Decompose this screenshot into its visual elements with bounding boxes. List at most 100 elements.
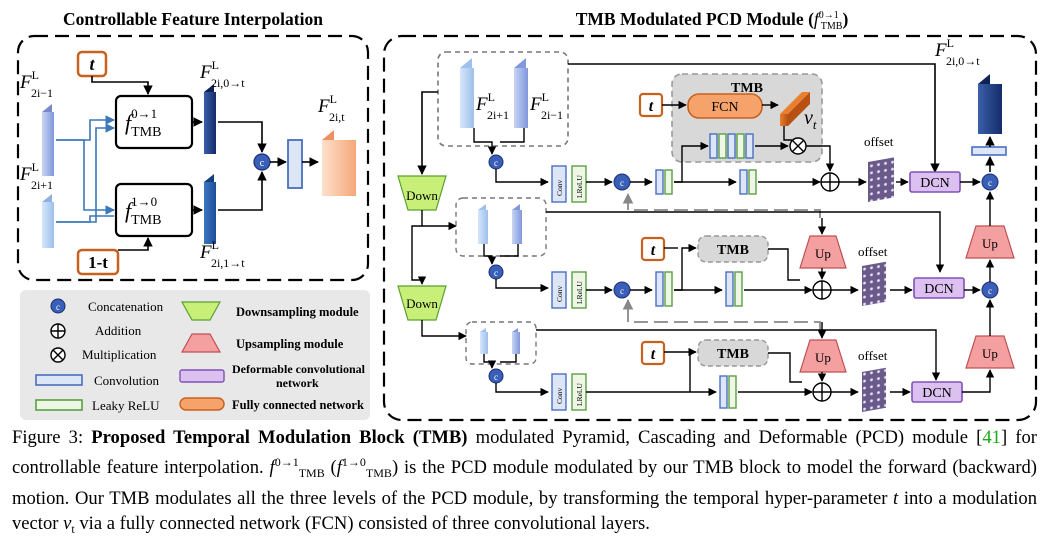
legend-concat-label: Concatenation (88, 299, 164, 314)
up-block-1 (799, 235, 847, 269)
left-conv-block (287, 139, 303, 189)
level1-input-group (437, 51, 569, 147)
t-input-box-r3 (640, 340, 666, 366)
legend-dcn-icon (179, 369, 225, 383)
figure-caption: Figure 3: Proposed Temporal Modulation B… (12, 425, 1037, 542)
svg-text:c: c (620, 178, 624, 188)
dcn-block-2 (913, 277, 965, 299)
level3-feat-next (480, 328, 488, 354)
right-output-conv (971, 146, 1007, 156)
level2-concat-a: c (488, 264, 504, 280)
caption-cite-open: [ (976, 427, 983, 448)
down-block-2 (397, 285, 447, 321)
legend-conv-icon (35, 374, 83, 386)
dcn-block-3-label: DCN (922, 386, 952, 401)
up-block-2 (799, 339, 847, 373)
level1-conv-label: Conv (555, 179, 564, 196)
level2-lrelu-pair-a (664, 271, 673, 307)
right-panel-frame (382, 34, 1038, 422)
level3-offset-map (862, 367, 886, 413)
svg-text:c: c (620, 286, 624, 296)
level1-feat-next (460, 58, 474, 128)
caption-f-bwd: f1→0TMB (336, 455, 392, 480)
tmb1-lrelu-a (718, 133, 727, 159)
level2-conv-label: Conv (555, 285, 564, 302)
fcn-block (687, 93, 763, 119)
caption-paren-close: ) (391, 457, 399, 478)
t-input-box-r2 (640, 236, 666, 262)
legend-fcn-label: Fully connected network (232, 398, 364, 412)
vt-vector (780, 92, 810, 126)
vt-label: vt (804, 107, 817, 132)
level1-lrelu-pair-b (748, 169, 757, 195)
legend-up-icon (180, 333, 222, 353)
t-input-label: t (89, 54, 95, 74)
feature-fwd-map (204, 84, 216, 154)
caption-cite-close: ] (1000, 427, 1008, 448)
one-minus-t-box (76, 248, 120, 276)
feature-prev-map (42, 104, 54, 176)
level3-lrelu-pair (728, 375, 737, 409)
level1-lrelu-label: LReLU (575, 175, 584, 198)
level1-conv-pair-b (739, 169, 748, 195)
level3-lrelu-label: LReLU (575, 383, 584, 406)
caption-text-3: is the PCD module modulated by our TMB b… (12, 457, 1037, 509)
caption-fig-label: Figure 3: (12, 427, 92, 448)
feature-out-map (322, 130, 356, 196)
svg-text:c: c (988, 286, 992, 296)
down-block-2-label: Down (406, 296, 438, 311)
legend-up-label: Upsampling module (236, 337, 344, 351)
tmb-box-2 (697, 235, 769, 263)
fcn-block-label: FCN (711, 100, 738, 115)
svg-text:c: c (988, 178, 992, 188)
legend-panel (20, 290, 370, 420)
caption-text-5: via a fully connected network (FCN) cons… (74, 513, 650, 534)
legend-dcn-label-1: Deformable convolutional (232, 362, 366, 376)
level3-offset-label: offset (858, 348, 888, 363)
level1-offset-label: offset (864, 134, 894, 149)
level2-lrelu-pair-b (734, 271, 743, 307)
level3-feat-prev (512, 328, 520, 354)
level2-conv-pair-b (725, 271, 734, 307)
level1-out-concat: c (981, 173, 999, 191)
caption-t-var: t (893, 488, 899, 509)
level3-input-group (465, 321, 537, 365)
legend-down-icon (180, 301, 222, 321)
down-block-1-label: Down (406, 188, 438, 203)
legend-fcn-icon (179, 397, 225, 411)
level3-concat-a: c (488, 368, 504, 384)
tmb1-conv-b (727, 133, 736, 159)
up-block-right-1-label: Up (982, 236, 998, 251)
legend-conv-label: Convolution (94, 373, 160, 388)
level2-offset-map (862, 261, 886, 307)
feature-next-map (42, 194, 54, 248)
svg-text:c: c (494, 268, 498, 278)
level1-conv-pair-a (655, 169, 664, 195)
t-input-label-r2: t (651, 242, 656, 259)
level2-add-node (812, 280, 832, 300)
tmb1-conv-a (709, 133, 718, 159)
svg-text:c: c (260, 158, 265, 169)
legend-lrelu-icon (35, 399, 83, 411)
up-block-2-label: Up (815, 350, 831, 365)
down-block-1 (397, 175, 447, 211)
dcn-block-2-label: DCN (924, 282, 954, 297)
tmb-box-3-label: TMB (717, 347, 749, 362)
svg-text:c: c (494, 372, 498, 382)
up-block-1-label: Up (815, 246, 831, 261)
level2-out-concat: c (981, 281, 999, 299)
tmb-box-2-label: TMB (717, 243, 749, 258)
tmb1-conv-c (745, 133, 754, 159)
up-block-right-1 (965, 225, 1015, 259)
level2-conv (551, 271, 567, 309)
caption-text-1: modulated Pyramid, Cascading and Deforma… (467, 427, 977, 448)
caption-citation-link[interactable]: 41 (982, 427, 1001, 448)
legend-add-label: Addition (95, 323, 142, 338)
level1-lrelu (571, 165, 587, 203)
legend-mul-label: Multiplication (82, 347, 157, 362)
level2-input-group (455, 197, 547, 257)
